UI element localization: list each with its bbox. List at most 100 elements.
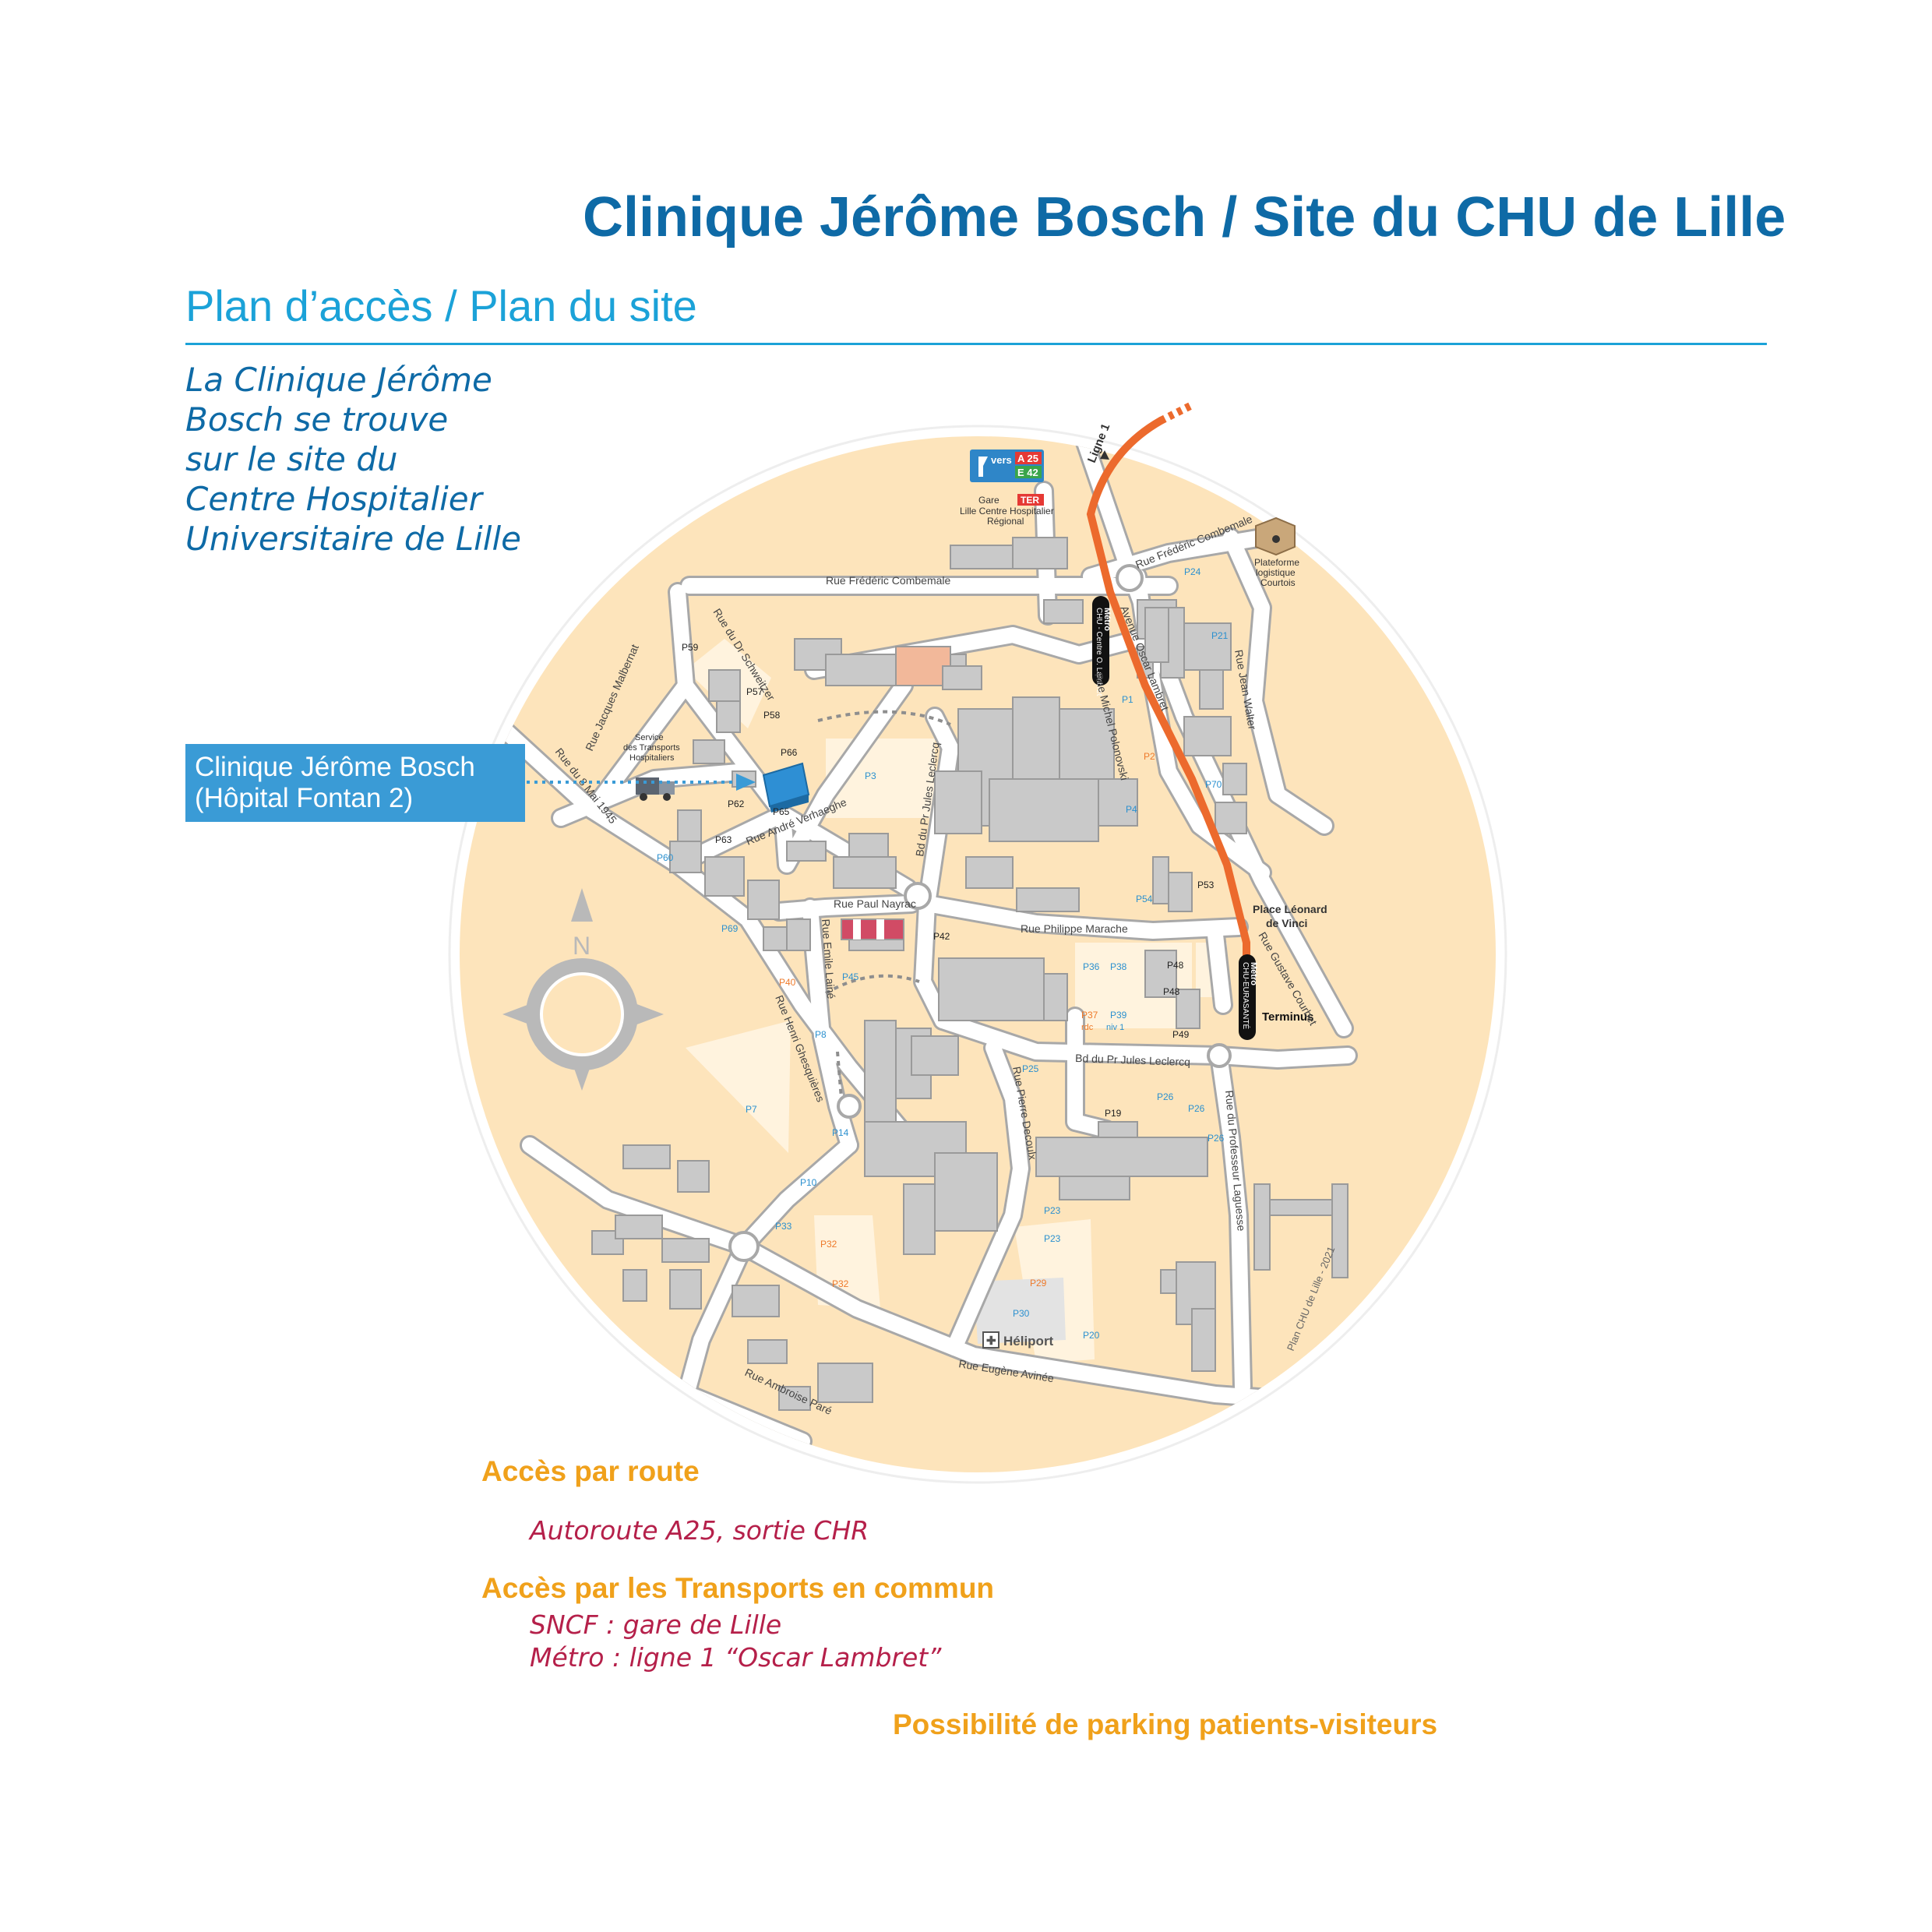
parking-label: P42 [933, 931, 950, 942]
building [1176, 989, 1200, 1029]
metro-station-label: Métro [1102, 608, 1112, 631]
gare-label: Lille Centre Hospitalier [960, 506, 1054, 516]
hospital-buildings-highlight [841, 918, 904, 940]
transports-label: Service [635, 733, 664, 742]
parking-label: P58 [763, 710, 781, 721]
highway-e42-badge [1015, 466, 1042, 478]
metro-terminus-label: Terminus [1262, 1010, 1313, 1024]
roundabout [904, 882, 932, 910]
compass-ring [526, 958, 638, 1070]
building [786, 918, 811, 951]
parking-label: P23 [1044, 1205, 1061, 1216]
road-label: Rue Frédéric Combemale [826, 574, 950, 587]
building [989, 778, 1099, 842]
building [1035, 1137, 1208, 1177]
plateforme-label: logistique [1256, 567, 1296, 578]
building [950, 545, 1014, 569]
parking-labels-black: P59 P57 P58 P66 P62 P65 P63 P42 P48 P48 … [682, 642, 1215, 1119]
title-divider [185, 343, 1767, 345]
parking-sublabels: rdc niv 1 [1081, 1023, 1124, 1032]
building [669, 841, 702, 873]
transports-label: Hospitaliers [629, 753, 675, 763]
clinic-callout[interactable]: Clinique Jérôme Bosch (Hôpital Fontan 2) [185, 744, 525, 822]
heliport-icon-h: ✚ [986, 1334, 996, 1348]
metro-station-oscar-lambret[interactable] [1092, 596, 1109, 686]
parking-label: P62 [728, 799, 745, 809]
intro-line: sur le site du [185, 440, 398, 478]
building [786, 841, 827, 862]
access-transit-heading: Accès par les Transports en commun [481, 1572, 995, 1604]
building [716, 700, 741, 733]
access-transit-metro: Métro : ligne 1 “Oscar Lambret” [530, 1642, 942, 1673]
truck-wheel [640, 793, 647, 801]
building [895, 646, 951, 686]
compass-arrow-west [502, 1003, 531, 1025]
parking-label: P7 [746, 1104, 757, 1115]
highway-a25: A 25 [1017, 453, 1038, 464]
parking-label: P70 [1205, 779, 1222, 790]
building [934, 1152, 998, 1232]
parking-label: P4 [1126, 804, 1137, 815]
parking-sublabel: niv 1 [1106, 1023, 1124, 1032]
parking-label: P66 [781, 747, 798, 758]
heliport-pad [974, 1278, 1066, 1344]
metro-station-label: CHU - Centre O. Lambret [1095, 608, 1103, 696]
gare-label: Gare [978, 495, 999, 506]
parking-label: P25 [1022, 1063, 1039, 1074]
clinic-callout-building: (Hôpital Fontan 2) [195, 783, 414, 813]
compass-rose: N [502, 888, 664, 1091]
roundabout [837, 1094, 862, 1119]
parking-label: P60 [657, 852, 674, 863]
building-gap [853, 919, 861, 940]
parking-label: P2 [1144, 751, 1155, 762]
building [934, 770, 982, 834]
road-label: Rue Philippe Marache [1021, 922, 1128, 935]
roundabouts [728, 564, 1232, 1262]
building [1016, 887, 1080, 912]
parking-area [686, 1021, 791, 1153]
ter-badge [1017, 494, 1044, 506]
plateforme-label: Courtois [1260, 577, 1296, 588]
parking-label: P8 [815, 1029, 827, 1040]
building [1152, 856, 1169, 904]
parking-label: P10 [800, 1177, 817, 1188]
building [732, 1285, 780, 1317]
building [1183, 622, 1232, 671]
building [1043, 973, 1068, 1021]
building [615, 1215, 663, 1239]
building [1168, 872, 1193, 912]
parking-label: P32 [820, 1239, 837, 1250]
parking-label: P3 [865, 770, 876, 781]
roundabout [1207, 1043, 1232, 1068]
buildings [591, 537, 1349, 1411]
building [622, 1269, 647, 1302]
target-building[interactable] [527, 762, 810, 813]
building [591, 1230, 624, 1255]
parking-label: P59 [682, 642, 699, 653]
building [942, 665, 982, 690]
building [1183, 716, 1232, 756]
building [1012, 537, 1068, 569]
building [833, 856, 897, 889]
parking-label: P30 [1013, 1308, 1030, 1319]
parking-label: P26 [1188, 1103, 1205, 1114]
building [1059, 1176, 1130, 1200]
building [911, 1035, 959, 1076]
metro-station-label: CHU-EURASANTÉ [1241, 962, 1251, 1029]
building [1144, 950, 1177, 998]
transports-label: des Transports [623, 743, 680, 753]
sncf-gare[interactable]: vers A 25 E 42 Gare TER Lille Centre Hos… [960, 450, 1054, 527]
road-label: Rue Paul Nayrac [834, 897, 916, 910]
compass-ring-inner [540, 972, 624, 1056]
building [693, 739, 725, 764]
building [817, 1363, 873, 1403]
building [669, 1269, 702, 1310]
building [903, 1183, 936, 1255]
intro-line: Centre Hospitalier [185, 480, 482, 518]
building [763, 926, 788, 951]
box-icon-dot [1272, 535, 1280, 543]
callout-pointer-arrow [736, 774, 756, 791]
metro-station-eurasante[interactable] [1239, 954, 1256, 1040]
parking-label: P29 [1030, 1278, 1047, 1289]
